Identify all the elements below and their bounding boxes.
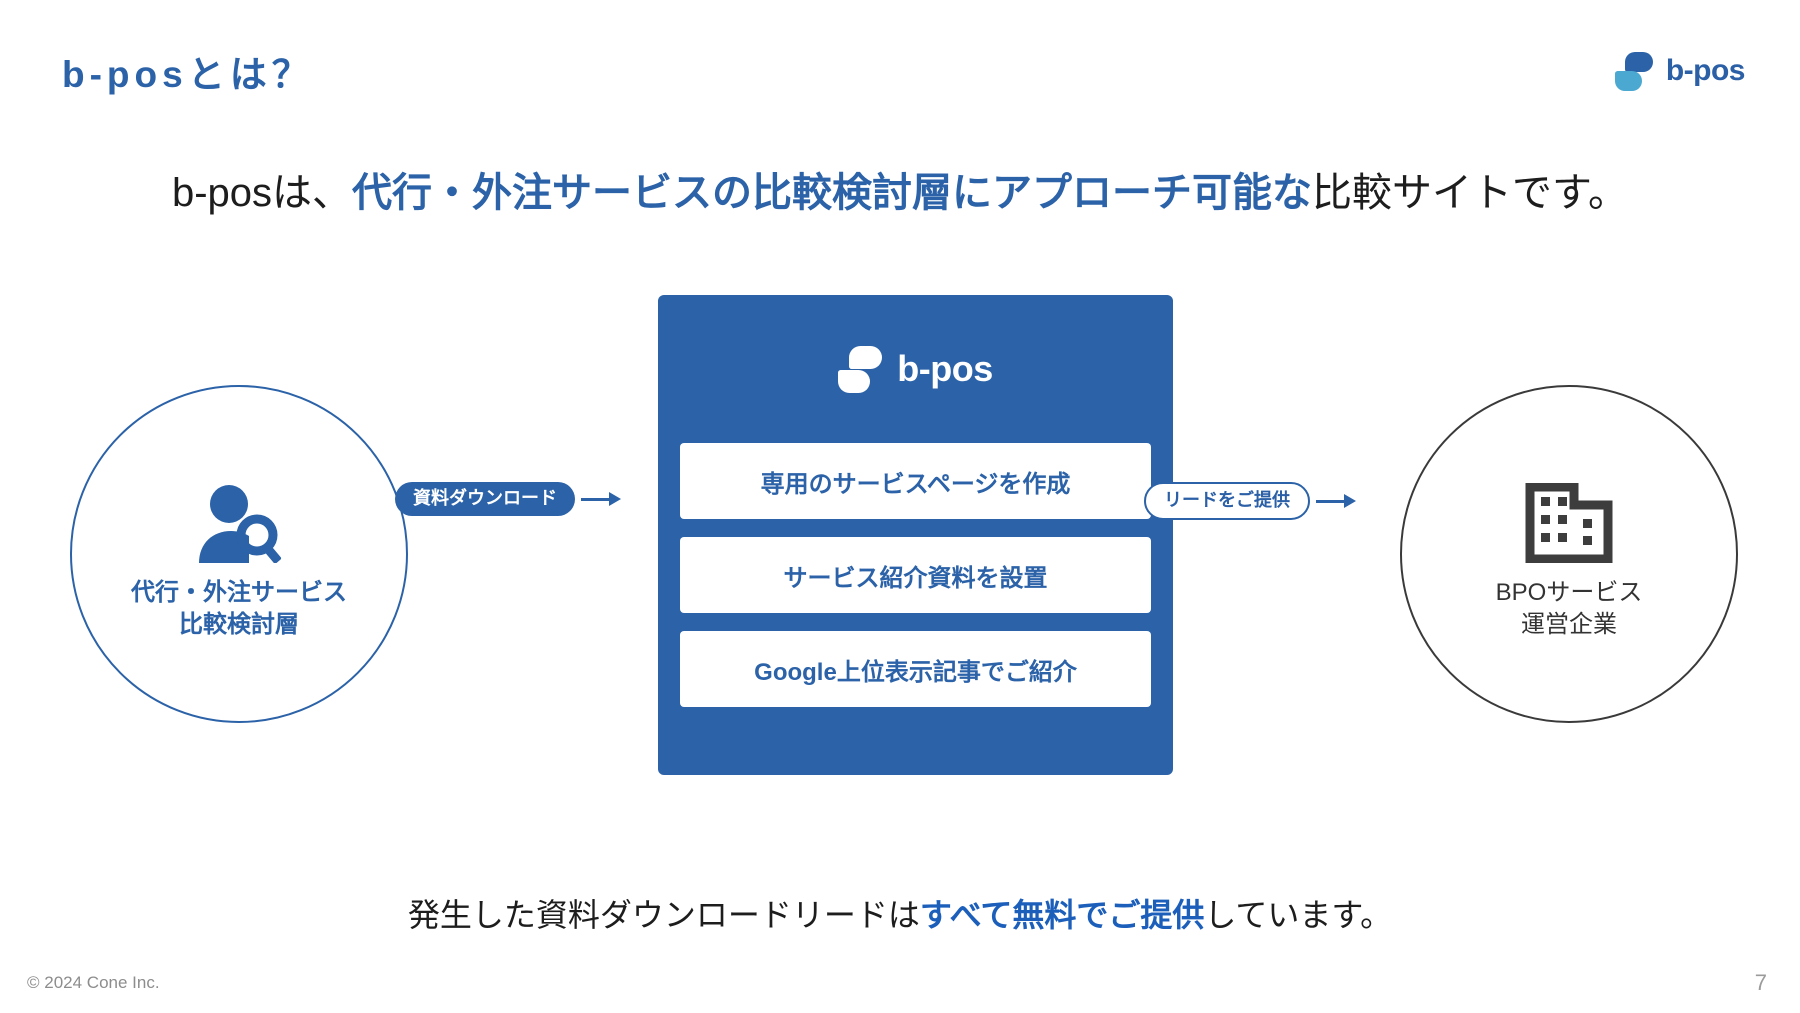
right-circle-label: BPOサービス 運営企業	[1496, 577, 1643, 642]
bpos-logo-icon	[838, 344, 883, 394]
flow-diagram: 代行・外注サービス 比較検討層 資料ダウンロード b-pos 専用のサービスペー…	[0, 295, 1800, 830]
left-circle-label-line2: 比較検討層	[179, 611, 299, 638]
center-panel: b-pos 専用のサービスページを作成 サービス紹介資料を設置 Google上位…	[658, 295, 1173, 775]
bottom-note-tail: しています。	[1204, 897, 1393, 933]
brand-logo: b-pos	[1614, 50, 1746, 92]
connector-right: リードをご提供	[1144, 482, 1356, 520]
panel-brand-wordmark: b-pos	[897, 348, 993, 389]
panel-brand-logo: b-pos	[680, 295, 1151, 443]
bpos-logo-icon	[1614, 50, 1653, 92]
right-circle-label-line1: BPOサービス	[1495, 578, 1643, 606]
connector-right-label: リードをご提供	[1144, 482, 1310, 520]
bottom-note-emphasis: すべて無料でご提供	[919, 897, 1205, 933]
left-circle-label-line1: 代行・外注サービス	[131, 578, 347, 606]
brand-wordmark: b-pos	[1665, 54, 1746, 87]
headline-emphasis: 代行・外注サービスの比較検討層にアプローチ可能な	[352, 171, 1313, 215]
connector-left: 資料ダウンロード	[395, 482, 621, 516]
left-circle-node: 代行・外注サービス 比較検討層	[70, 385, 408, 723]
office-building-icon	[1524, 467, 1614, 563]
right-circle-label-line2: 運営企業	[1521, 611, 1617, 638]
headline-tail: 比較サイトです。	[1312, 171, 1629, 215]
bottom-note-lead: 発生した資料ダウンロードリードは	[407, 897, 920, 933]
headline-lead: b-posは、	[171, 171, 353, 215]
panel-card: 専用のサービスページを作成	[680, 443, 1151, 519]
right-circle-node: BPOサービス 運営企業	[1400, 385, 1738, 723]
panel-card: Google上位表示記事でご紹介	[680, 631, 1151, 707]
footer-page-number: 7	[1754, 970, 1767, 995]
left-circle-label: 代行・外注サービス 比較検討層	[131, 577, 347, 642]
footer-copyright: © 2024 Cone Inc.	[27, 973, 160, 992]
arrow-right-icon	[581, 490, 621, 508]
arrow-right-icon	[1316, 492, 1356, 510]
person-search-icon	[191, 467, 287, 563]
bottom-note: 発生した資料ダウンロードリードはすべて無料でご提供しています。	[0, 890, 1800, 936]
connector-left-label: 資料ダウンロード	[395, 482, 575, 516]
headline: b-posは、代行・外注サービスの比較検討層にアプローチ可能な比較サイトです。	[0, 168, 1800, 218]
page-title: b-posとは？	[62, 54, 314, 95]
panel-card: サービス紹介資料を設置	[680, 537, 1151, 613]
